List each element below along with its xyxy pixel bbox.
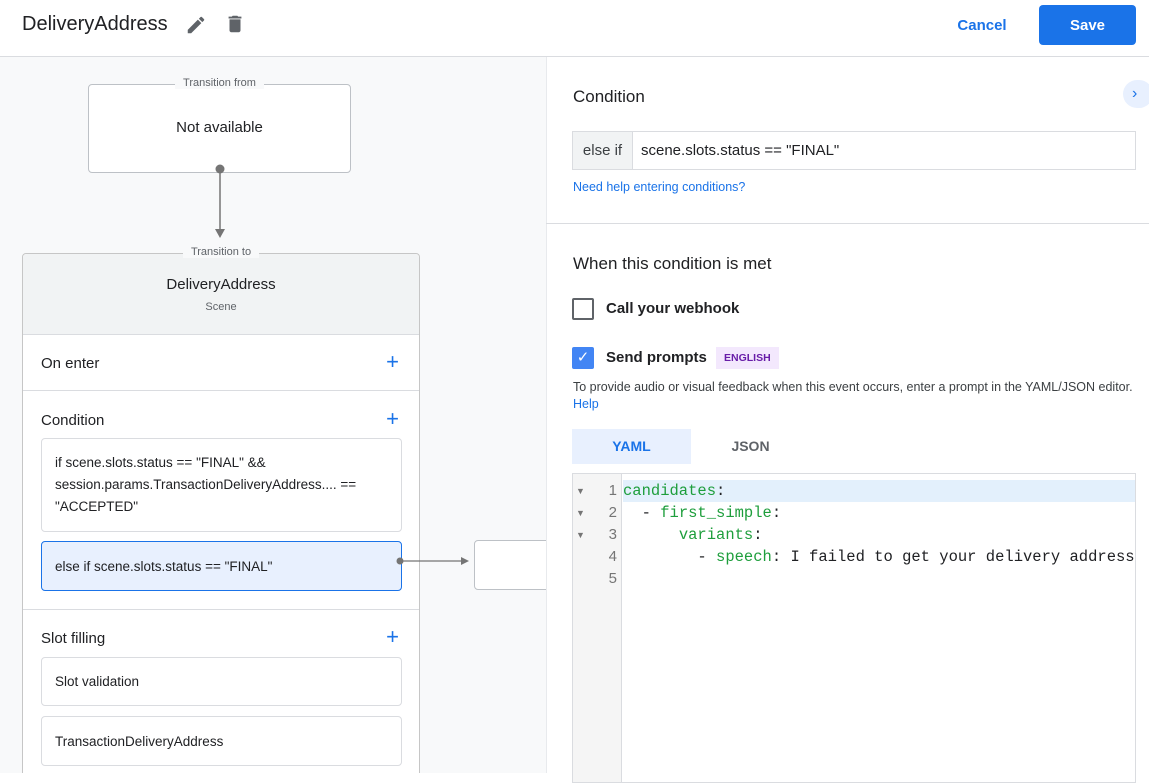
yaml-sep: : [771, 504, 782, 522]
collapse-panel-button[interactable]: › [1123, 80, 1149, 108]
trash-icon[interactable] [224, 12, 246, 36]
pencil-icon[interactable] [185, 14, 207, 36]
add-slot-icon[interactable]: + [386, 624, 399, 649]
transition-from-legend: Transition from [175, 77, 264, 89]
description-text: To provide audio or visual feedback when… [573, 380, 1133, 394]
send-prompts-label: Send prompts [606, 349, 707, 366]
condition-input-row: else if [572, 131, 1136, 170]
yaml-dash: - [641, 504, 661, 522]
add-condition-icon[interactable]: + [386, 406, 399, 431]
code-line: ▼ 1 candidates: [573, 480, 1135, 502]
yaml-editor[interactable]: ▼ 1 candidates: ▼ 2 - first_simple: ▼ 3 varian… [572, 473, 1136, 783]
send-prompts-checkbox[interactable]: ✓ [572, 347, 594, 369]
condition-title: Condition [41, 412, 105, 429]
target-scene-box[interactable] [474, 540, 546, 590]
condition-card-selected[interactable]: else if scene.slots.status == "FINAL" [41, 541, 402, 591]
flow-canvas[interactable]: Transition from Not available Transition… [0, 57, 546, 773]
chevron-right-icon: › [1132, 85, 1138, 102]
check-icon: ✓ [576, 349, 590, 366]
slot-card[interactable]: Slot validation [41, 657, 402, 706]
scene-title: DeliveryAddress [22, 13, 168, 35]
met-title: When this condition is met [573, 254, 772, 273]
condition-card[interactable]: if scene.slots.status == "FINAL" && sess… [41, 438, 402, 532]
condition-section: Condition + if scene.slots.status == "FI… [23, 390, 419, 609]
condition-help-link[interactable]: Need help entering conditions? [573, 180, 746, 194]
yaml-key: candidates [623, 482, 717, 500]
slot-filling-section: Slot filling + Slot validation Transacti… [23, 609, 419, 773]
panel-condition-title: Condition [573, 87, 645, 106]
code-text: - speech: I failed to get your delivery … [623, 546, 1135, 568]
line-number: 3 [608, 526, 617, 543]
yaml-val: I failed to get your delivery address [790, 548, 1135, 566]
transition-to-legend: Transition to [182, 246, 260, 258]
tab-yaml[interactable]: YAML [572, 429, 691, 464]
webhook-checkbox[interactable] [572, 298, 594, 320]
yaml-sep: : [716, 482, 726, 500]
line-number: 2 [608, 504, 617, 521]
cancel-button[interactable]: Cancel [940, 6, 1024, 44]
webhook-label: Call your webhook [606, 300, 740, 317]
on-enter-title: On enter [41, 355, 100, 372]
tab-json[interactable]: JSON [731, 438, 770, 454]
add-on-enter-icon[interactable]: + [386, 349, 399, 374]
fold-arrow-icon[interactable]: ▼ [576, 508, 585, 518]
yaml-key: speech [716, 548, 772, 566]
condition-prefix: else if [573, 132, 633, 169]
line-number: 1 [608, 482, 617, 499]
slot-card[interactable]: TransactionDeliveryAddress [41, 716, 402, 766]
on-enter-section: On enter + [23, 334, 419, 390]
save-button[interactable]: Save [1039, 5, 1136, 45]
scene-box: Transition to DeliveryAddress Scene On e… [22, 246, 420, 773]
transition-arrow [215, 164, 225, 238]
line-number: 5 [608, 570, 617, 587]
scene-name: DeliveryAddress [166, 276, 276, 293]
divider [546, 223, 1149, 224]
condition-panel: Condition › else if Need help entering c… [546, 57, 1149, 783]
fold-arrow-icon[interactable]: ▼ [576, 530, 585, 540]
header: DeliveryAddress Cancel Save [0, 0, 1149, 57]
line-number: 4 [608, 548, 617, 565]
condition-connector [396, 557, 469, 565]
code-line: ▼ 2 - first_simple: [573, 502, 1135, 524]
code-text: - first_simple: [623, 502, 782, 524]
scene-type: Scene [205, 301, 237, 313]
yaml-sep: : [753, 526, 763, 544]
yaml-indent [623, 504, 642, 522]
fold-arrow-icon[interactable]: ▼ [576, 486, 585, 496]
active-line-highlight [623, 480, 1135, 502]
yaml-indent [623, 526, 679, 544]
help-link[interactable]: Help [573, 397, 599, 411]
code-line: 5 [573, 568, 1135, 590]
yaml-dash: - [697, 548, 717, 566]
transition-from-value: Not available [176, 119, 263, 136]
code-line: ▼ 3 variants: [573, 524, 1135, 546]
condition-input[interactable] [633, 132, 1135, 169]
code-text: variants: [623, 524, 763, 546]
prompt-description: To provide audio or visual feedback when… [573, 379, 1133, 413]
code-line: 4 - speech: I failed to get your deliver… [573, 546, 1135, 568]
yaml-key: variants [678, 526, 754, 544]
slot-filling-title: Slot filling [41, 630, 106, 647]
yaml-key: first_simple [660, 504, 772, 522]
yaml-sep: : [771, 548, 791, 566]
code-text: candidates: [623, 480, 725, 502]
language-badge: ENGLISH [716, 347, 779, 369]
transition-from-box: Transition from Not available [88, 77, 351, 173]
editor-gutter [573, 474, 622, 782]
yaml-indent [623, 548, 697, 566]
